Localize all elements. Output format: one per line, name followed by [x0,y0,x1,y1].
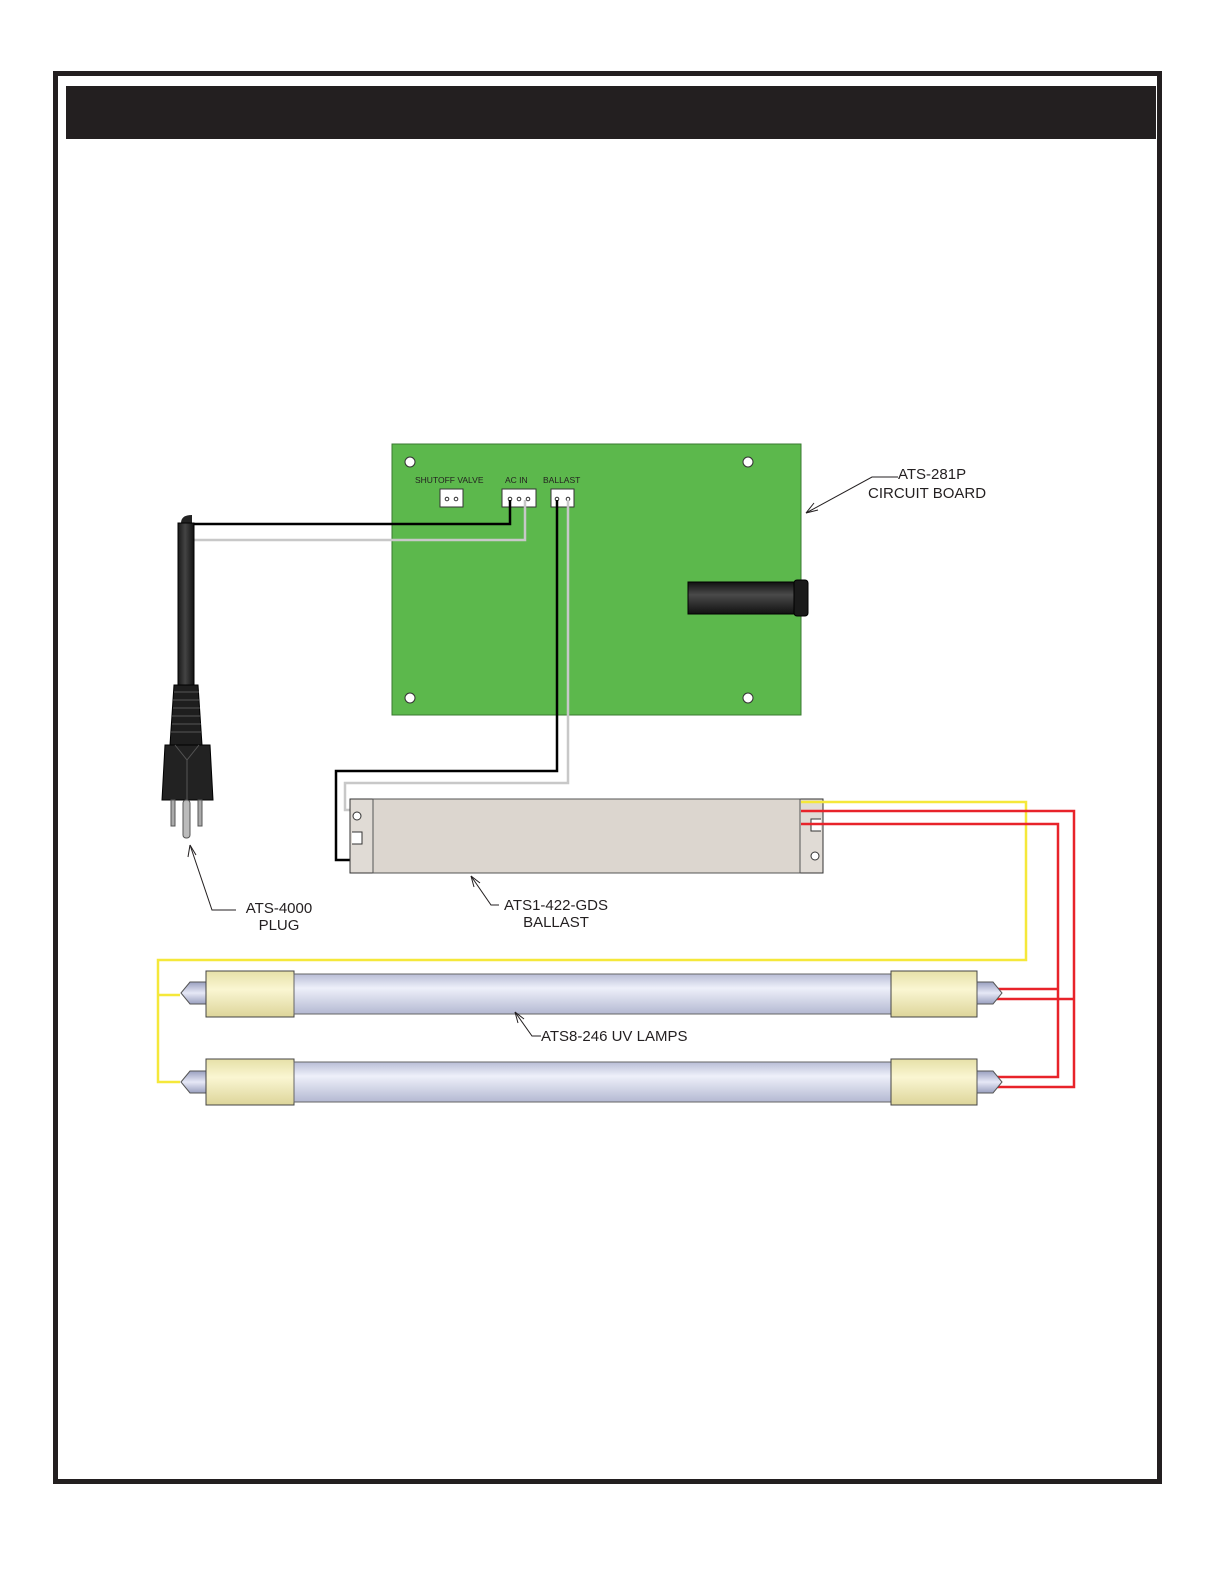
uv-lamp-1 [181,971,1002,1017]
lamp-tube [294,1062,891,1102]
lamp-socket [206,1059,294,1105]
ac-in-connector [502,489,536,507]
plug-prong [171,800,175,826]
connector-label-ac-in: AC IN [505,475,528,485]
ballast-connector [551,489,574,507]
lamp-tube [294,974,891,1014]
arrow-icon [471,876,480,887]
lamps-label: ATS8-246 UV LAMPS [541,1028,687,1045]
wire-red-2 [801,824,1058,1077]
mount-hole [405,457,415,467]
lamp-socket [891,971,977,1017]
shutoff-valve-connector [440,489,463,507]
plug-strain-relief [170,685,202,745]
board-power-jack [688,580,808,616]
circuit-board-label-line2: CIRCUIT BOARD [868,485,986,502]
lamp-end-cap [181,1071,206,1093]
plug [162,515,213,838]
leader-plug [190,845,236,910]
plug-prong [198,800,202,826]
plug-ground-pin [183,800,190,838]
circuit-board-label-line1: ATS-281P [898,466,966,483]
lamp-end-cap [977,982,1002,1004]
lamp-end-cap [977,1071,1002,1093]
plug-cord [178,523,194,685]
connector-label-ballast: BALLAST [543,475,580,485]
lamp-socket [891,1059,977,1105]
uv-lamp-2 [181,1059,1002,1105]
mount-hole [743,457,753,467]
ballast-label-line1: ATS1-422-GDS [504,897,608,914]
ballast [350,799,823,873]
mount-hole [743,693,753,703]
ballast-label-line2: BALLAST [523,914,589,931]
connector-label-shutoff-valve: SHUTOFF VALVE [415,475,484,485]
lamp-socket [206,971,294,1017]
plug-label-line2: PLUG [259,917,300,934]
mount-hole [405,693,415,703]
circuit-board: SHUTOFF VALVE AC IN BALLAST [392,444,808,715]
leader-ballast [471,876,499,905]
plug-label-line1: ATS-4000 [246,900,312,917]
lamp-end-cap [181,982,206,1004]
wire-red-1 [801,811,1074,1087]
